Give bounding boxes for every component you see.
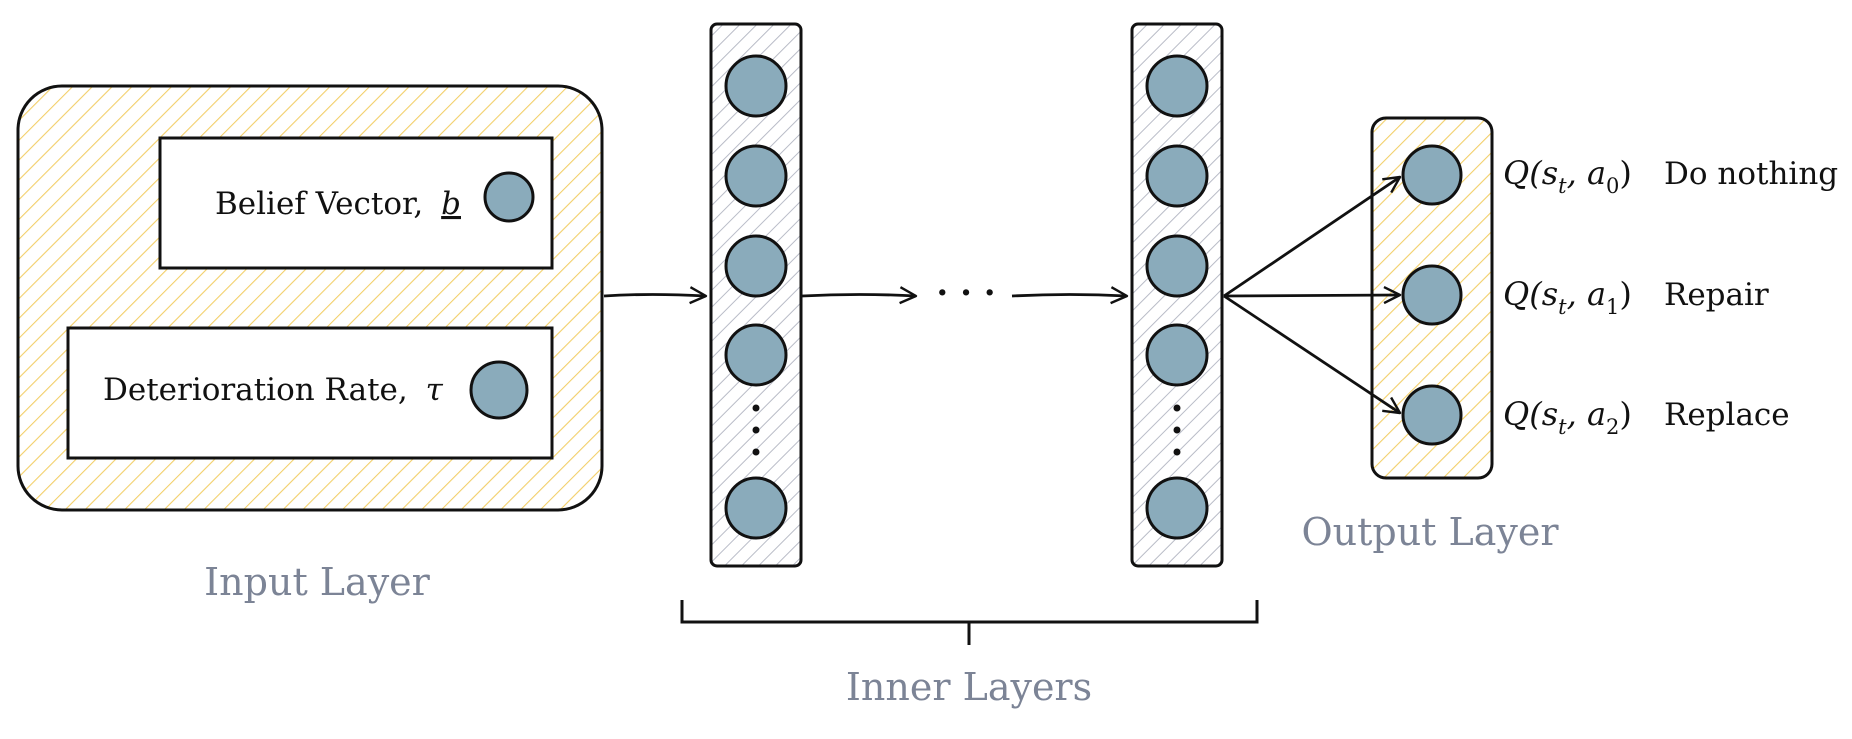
- output-layer-title: Output Layer: [1301, 510, 1559, 554]
- vertical-dot: [752, 404, 760, 412]
- inner-node: [1145, 144, 1209, 208]
- inner-node: [1145, 54, 1209, 118]
- inner-node: [724, 323, 788, 387]
- arrow-to-output-0: [1223, 175, 1402, 298]
- inner-node: [1145, 323, 1209, 387]
- output-label-0: Q(st, a0) Do nothing: [1503, 154, 1838, 198]
- arrow-input-to-inner: [603, 286, 708, 305]
- arrow-inner-to-ellipsis: [801, 286, 918, 305]
- output-label-2: Q(st, a2) Replace: [1503, 395, 1790, 439]
- action-label: Replace: [1664, 397, 1790, 433]
- vertical-dot: [752, 426, 760, 434]
- connection-arrows: [603, 175, 1402, 415]
- deterioration-rate-label: Deterioration Rate, τ: [103, 372, 444, 408]
- arrow-to-output-2: [1223, 294, 1402, 415]
- action-label: Repair: [1664, 277, 1769, 313]
- inner-layers-bracket: [680, 600, 1259, 645]
- inner-node: [1145, 476, 1209, 540]
- belief-node: [483, 171, 535, 223]
- vertical-dot: [1173, 426, 1181, 434]
- vertical-dot: [752, 448, 760, 456]
- arrow-to-output-1: [1223, 286, 1402, 305]
- belief-symbol: b: [441, 186, 461, 222]
- svg-text:Q(st, a1): Q(st, a1): [1503, 275, 1632, 319]
- inner-node: [724, 476, 788, 540]
- vertical-dot: [1173, 448, 1181, 456]
- deterioration-node: [469, 360, 529, 420]
- inner-node: [724, 54, 788, 118]
- ellipsis: · · ·: [936, 273, 995, 313]
- belief-vector-label: Belief Vector, b: [215, 186, 461, 222]
- svg-text:Q(st, a2): Q(st, a2): [1503, 395, 1632, 439]
- belief-vector-box: [158, 136, 554, 270]
- vertical-dot: [1173, 404, 1181, 412]
- inner-layers-title: Inner Layers: [846, 665, 1092, 709]
- output-node: [1401, 144, 1463, 206]
- inner-node: [1145, 234, 1209, 298]
- inner-layer-2: [1130, 22, 1224, 568]
- svg-text:Q(st, a0): Q(st, a0): [1503, 154, 1632, 198]
- output-node: [1401, 384, 1463, 446]
- arrow-ellipsis-to-inner: [1011, 286, 1129, 305]
- deterioration-rate-box: [66, 326, 554, 460]
- inner-layer-1: [709, 22, 803, 568]
- inner-node: [724, 144, 788, 208]
- action-label: Do nothing: [1664, 156, 1838, 192]
- output-node: [1401, 264, 1463, 326]
- inner-node: [724, 234, 788, 298]
- output-layer-box: [1370, 116, 1494, 480]
- deterioration-symbol: τ: [426, 372, 444, 408]
- input-layer-title: Input Layer: [204, 560, 430, 604]
- output-label-1: Q(st, a1) Repair: [1503, 275, 1769, 319]
